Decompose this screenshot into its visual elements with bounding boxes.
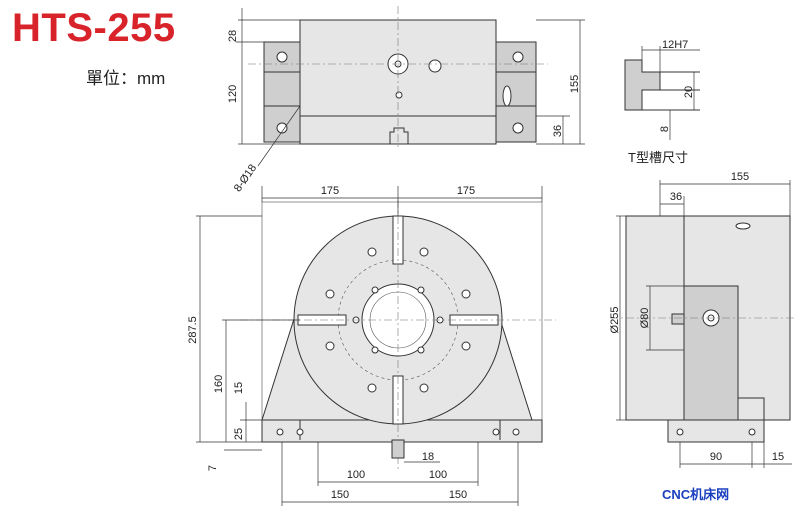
dim-7: 7 — [207, 465, 219, 471]
tslot-profile — [624, 59, 661, 111]
dim-12h7: 12H7 — [662, 39, 688, 51]
dim-100-left: 100 — [347, 469, 365, 481]
unit-label: 單位：mm — [86, 69, 166, 88]
dim-15-right: 15 — [772, 451, 784, 463]
dim-287-5: 287.5 — [187, 316, 199, 344]
product-title: HTS-255 — [12, 6, 176, 50]
top-view-bolt-hole — [512, 122, 524, 134]
tslot-detail: 12H7 20 8 T型槽尺寸 — [624, 39, 700, 165]
front-view-bolt-hole — [461, 289, 471, 299]
top-view-tslot — [389, 127, 409, 144]
front-view-key — [391, 439, 405, 459]
top-view-bolt-hole — [512, 51, 524, 63]
front-view-bolt-hole — [419, 247, 429, 257]
top-view-bolt-hole — [276, 122, 288, 134]
dim-36-side: 36 — [670, 191, 682, 203]
top-view-bolt-hole — [276, 51, 288, 63]
side-view-support — [683, 285, 739, 421]
front-view-bolt-hole — [419, 383, 429, 393]
top-view-slot — [502, 85, 512, 107]
front-view: 175 175 287.5 160 15 25 7 100 18 100 150… — [187, 185, 556, 506]
dim-120: 120 — [227, 85, 239, 103]
front-view-bolt-hole — [325, 341, 335, 351]
dim-28: 28 — [227, 30, 239, 42]
dim-8-holes: 8-Ø18 — [232, 162, 259, 194]
front-view-tslot — [449, 314, 499, 326]
dim-90: 90 — [710, 451, 722, 463]
top-view: 28 120 155 36 8-Ø18 — [227, 6, 585, 194]
side-view-base — [667, 419, 765, 443]
watermark: CNC机床网 — [662, 487, 730, 502]
top-view-aux-hole — [428, 59, 442, 73]
front-view-bolt-hole — [325, 289, 335, 299]
dim-20: 20 — [683, 86, 695, 98]
front-view-bolt-hole — [367, 247, 377, 257]
dim-18: 18 — [422, 451, 434, 463]
dim-d80: Ø80 — [639, 308, 651, 329]
side-view: 155 36 Ø255 Ø80 90 15 — [609, 171, 795, 468]
dim-d255: Ø255 — [609, 307, 621, 334]
tslot-caption: T型槽尺寸 — [628, 150, 688, 165]
dim-155-top: 155 — [569, 75, 581, 93]
dim-175-left: 175 — [321, 185, 339, 197]
dim-25: 25 — [233, 428, 245, 440]
dim-100-right: 100 — [429, 469, 447, 481]
front-view-bolt-hole — [367, 383, 377, 393]
dim-36-top: 36 — [552, 125, 564, 137]
dim-160: 160 — [213, 375, 225, 393]
front-view-bolt-hole — [461, 341, 471, 351]
dim-15-left: 15 — [233, 382, 245, 394]
dim-150-right: 150 — [449, 489, 467, 501]
dim-8: 8 — [659, 126, 671, 132]
dim-175-right: 175 — [457, 185, 475, 197]
dim-150-left: 150 — [331, 489, 349, 501]
dim-155-side: 155 — [731, 171, 749, 183]
